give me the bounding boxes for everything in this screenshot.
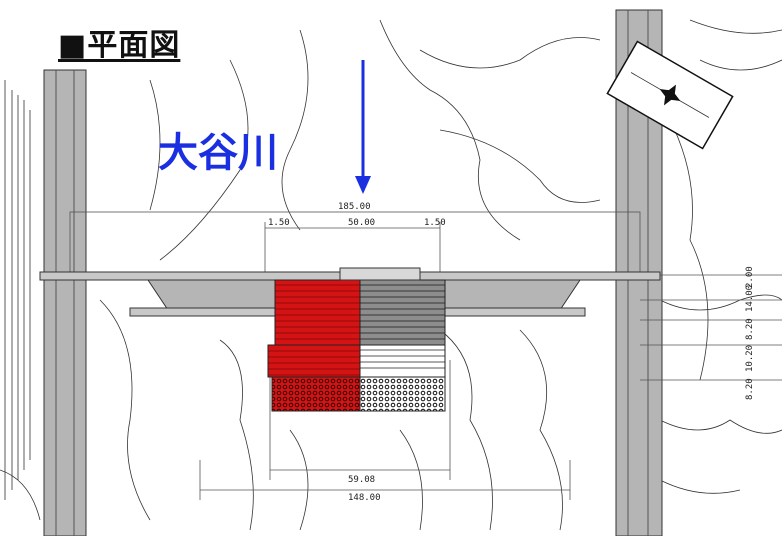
- dimension-labels: 185.00 1.50 50.00 1.50 59.08 148.00 2.00…: [268, 202, 755, 503]
- down-arrow-icon: [355, 60, 371, 194]
- dim-right-2: 14.00: [745, 285, 755, 312]
- river-label: 大谷川: [158, 130, 278, 176]
- dim-bottom-inner: 59.08: [348, 475, 375, 485]
- left-abutment-wall: [43, 69, 87, 536]
- dim-right-4: 10.20: [745, 345, 755, 372]
- compass-icon: [606, 40, 734, 150]
- dim-right-3: 8.20: [745, 318, 755, 340]
- page-title: ■平面図: [58, 28, 181, 63]
- dim-top-total: 185.00: [338, 202, 371, 212]
- contour-lines: [0, 19, 782, 531]
- dim-right-5: 8.20: [745, 378, 755, 400]
- dim-bottom-total: 148.00: [348, 493, 381, 503]
- dim-right-1: 2.00: [745, 266, 755, 288]
- dim-top-center: 50.00: [348, 218, 375, 228]
- foundation-structure: [267, 267, 446, 412]
- dim-top-right: 1.50: [424, 218, 446, 228]
- dim-top-left: 1.50: [268, 218, 290, 228]
- dimension-frame: [69, 211, 782, 500]
